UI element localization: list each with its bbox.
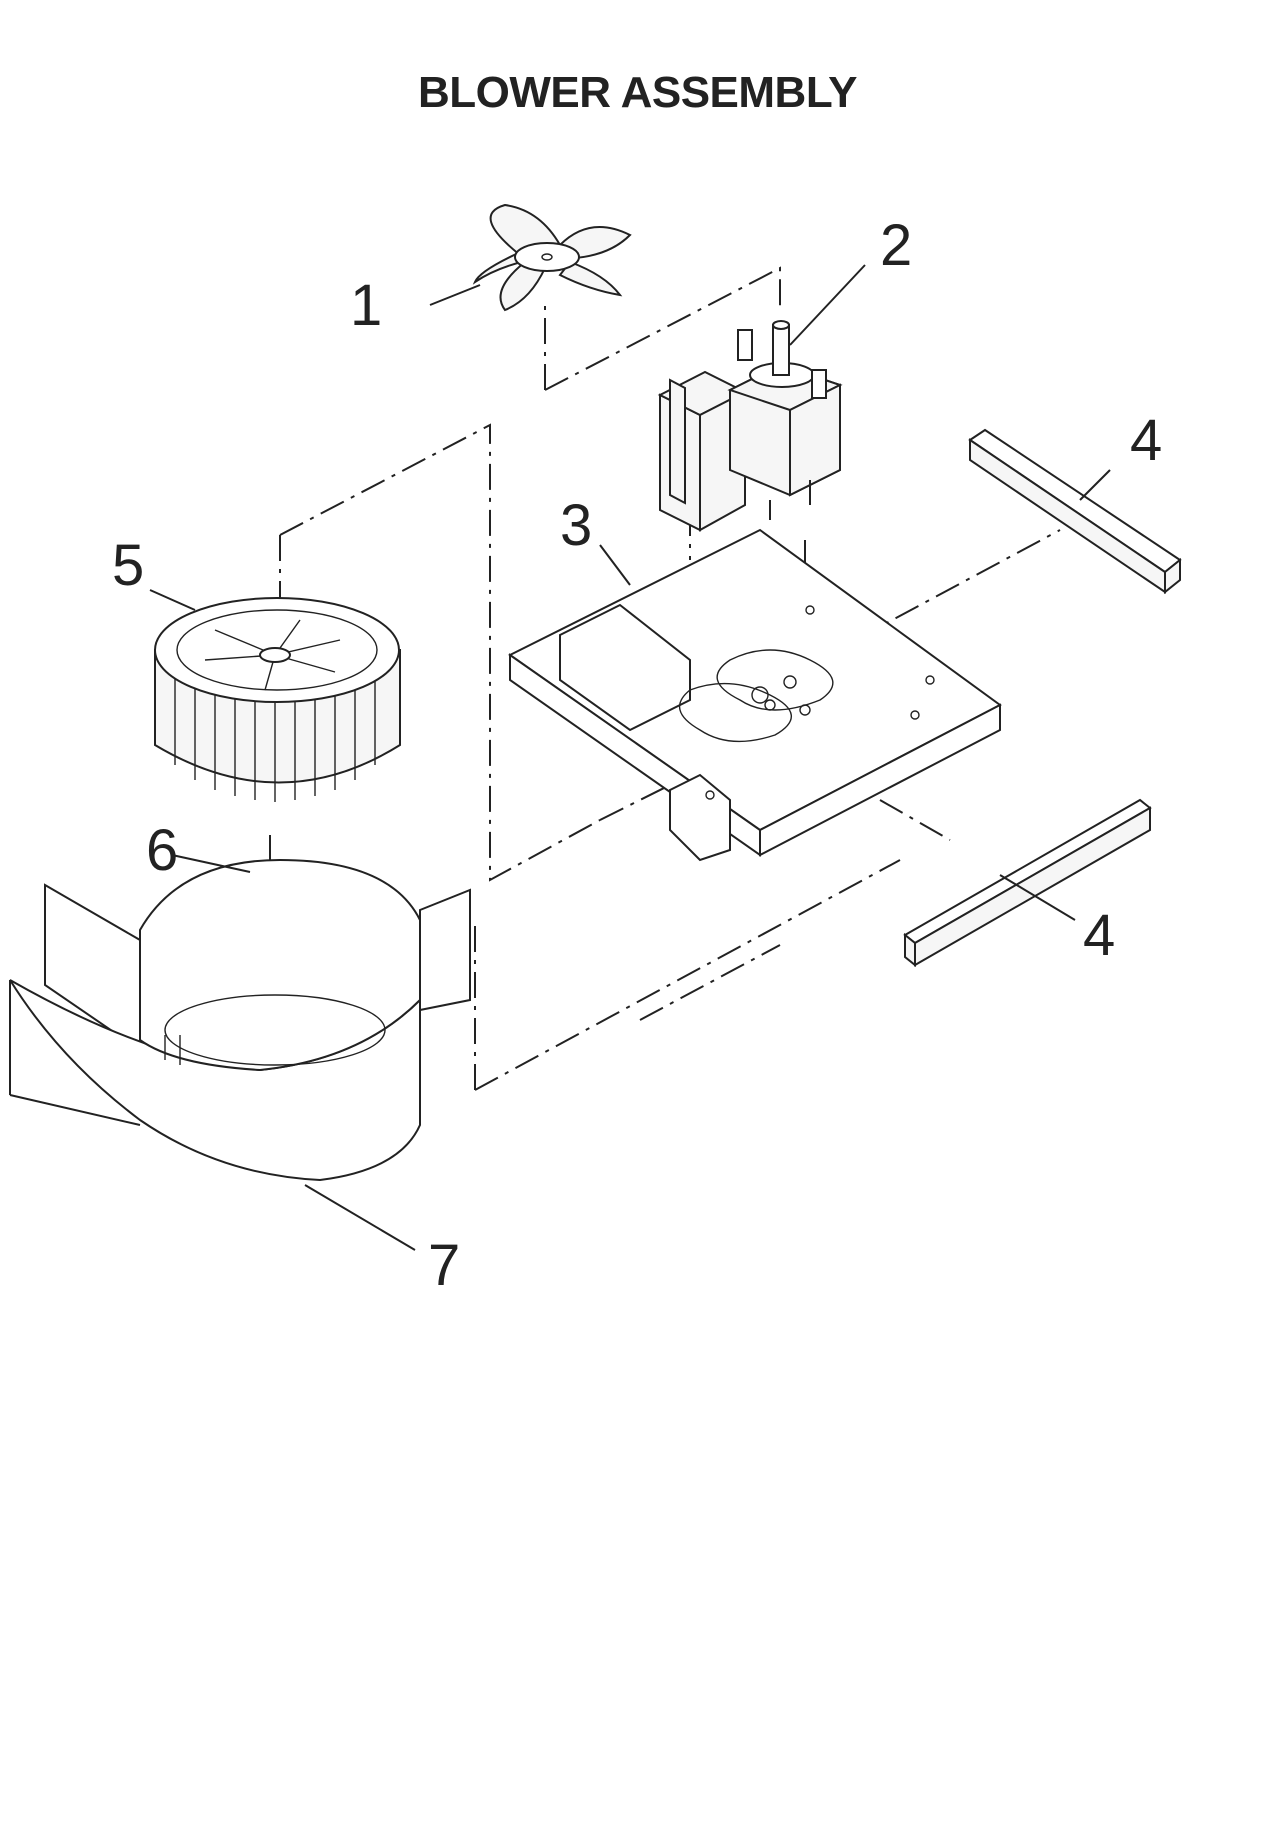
diagram-title: BLOWER ASSEMBLY [417,68,858,117]
callout-labels: 1 2 3 4 4 5 6 7 [112,213,1162,1298]
spacer-bars-part [903,428,1182,968]
callout-2: 2 [880,213,912,278]
motor-part [657,320,843,532]
callout-6: 6 [146,818,178,883]
callout-4-lower: 4 [1083,903,1115,968]
blower-housing-part [9,858,471,1182]
callout-4-upper: 4 [1130,408,1162,473]
blower-wheel-part [154,597,401,802]
callout-3: 3 [560,493,592,558]
motor-bracket-part [508,528,1002,862]
callout-7: 7 [428,1233,460,1298]
callout-5: 5 [112,533,144,598]
callout-1: 1 [350,273,382,338]
fan-blade-part [472,203,632,312]
leader-lines [149,264,1111,1251]
